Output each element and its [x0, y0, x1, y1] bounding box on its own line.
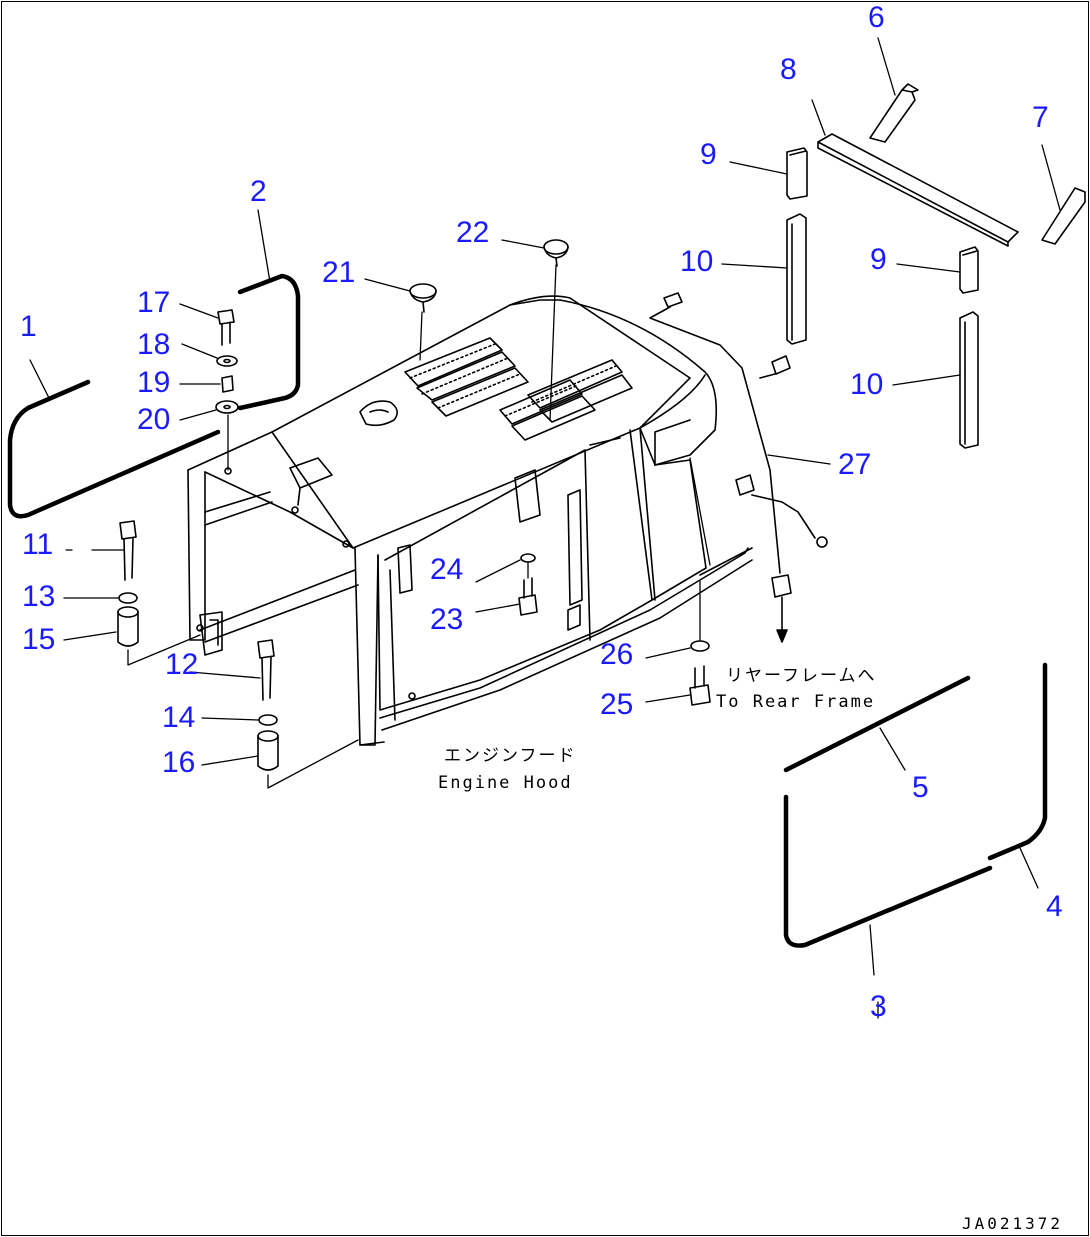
bolt-23: [519, 578, 537, 615]
leader-lines: [30, 38, 1060, 1018]
callout-23: 23: [430, 603, 464, 636]
callout-14: 14: [162, 701, 196, 734]
collar-16: [258, 731, 278, 770]
wiring-harness-27: [650, 293, 827, 642]
seal-1: [10, 382, 218, 516]
bolt-11: [120, 521, 136, 580]
seal-2: [240, 276, 298, 408]
washer-26: [691, 641, 709, 651]
callout-18: 18: [137, 328, 171, 361]
callout-26: 26: [600, 638, 634, 671]
seal-3: [786, 797, 990, 946]
callout-25: 25: [600, 688, 634, 721]
callout-9-lower: 9: [870, 243, 887, 276]
rear-frame-label-jp: リヤーフレームへ: [726, 666, 877, 686]
callout-27: 27: [838, 448, 872, 481]
callout-17: 17: [137, 286, 171, 319]
bolt-17: [218, 310, 234, 345]
clip-6: [870, 90, 915, 142]
callout-8: 8: [780, 53, 797, 86]
callout-3: 3: [870, 990, 887, 1023]
callout-19: 19: [137, 366, 171, 399]
callout-6: 6: [868, 1, 885, 34]
bar-8: [818, 134, 1018, 246]
callout-22: 22: [456, 216, 490, 249]
washer-13: [119, 593, 137, 603]
engine-hood-label-en: Engine Hood: [438, 773, 573, 793]
block-9-lower: [960, 247, 978, 293]
strip-10-lower: [960, 312, 978, 448]
callout-20: 20: [137, 403, 171, 436]
callout-11: 11: [22, 528, 54, 561]
callout-10-upper: 10: [680, 245, 714, 278]
callout-21: 21: [322, 256, 356, 289]
bolt-25: [690, 666, 710, 705]
drawing-id: JA021372: [962, 1214, 1064, 1233]
callout-15: 15: [22, 623, 56, 656]
washer-20: [216, 401, 238, 413]
callout-2: 2: [250, 175, 267, 208]
callout-16: 16: [162, 746, 196, 779]
engine-hood-label-jp: エンジンフード: [444, 746, 577, 766]
callout-4: 4: [1046, 890, 1063, 923]
callout-10-lower: 10: [850, 368, 884, 401]
collar-15: [118, 607, 138, 646]
clip-7: [1042, 188, 1085, 244]
seal-5: [786, 678, 968, 770]
seal-4: [990, 665, 1045, 858]
spacer-19: [222, 376, 233, 392]
louver-grille: [405, 338, 632, 440]
strip-10-upper: [787, 214, 806, 344]
washer-18: [217, 356, 237, 366]
callout-9-upper: 9: [700, 138, 717, 171]
callout-7: 7: [1032, 101, 1049, 134]
plug-22: [544, 240, 568, 266]
callout-13: 13: [22, 580, 56, 613]
rear-frame-label-en: To Rear Frame: [716, 692, 876, 712]
clip-6-end: [902, 84, 918, 92]
bolt-12: [258, 640, 274, 700]
callout-12: 12: [165, 648, 199, 681]
washer-24: [521, 554, 535, 562]
washer-14: [259, 715, 277, 725]
callout-5: 5: [912, 771, 929, 804]
engine-hood-body: [188, 296, 752, 745]
callout-24: 24: [430, 553, 464, 586]
callout-1: 1: [20, 310, 37, 343]
block-9-upper: [787, 148, 807, 199]
plug-21: [410, 284, 436, 312]
